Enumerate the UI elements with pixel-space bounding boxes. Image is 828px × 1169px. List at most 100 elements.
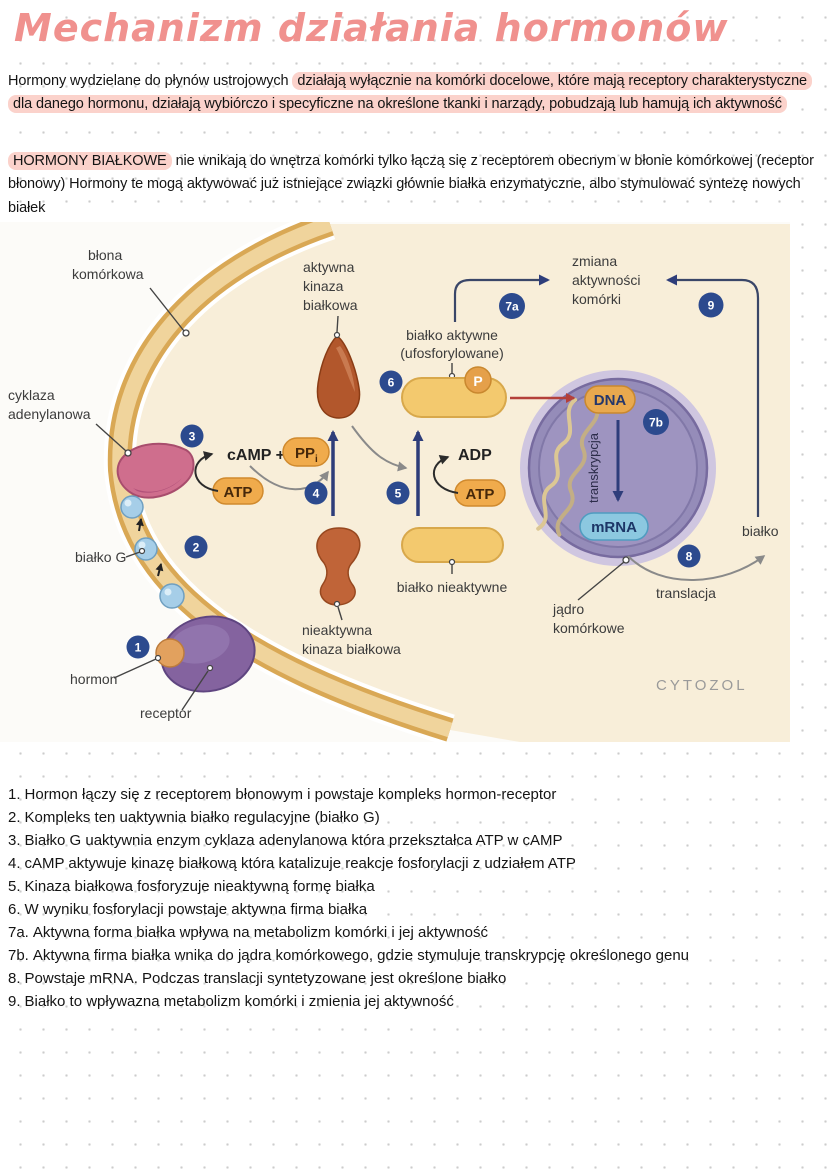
hormone-shape — [155, 638, 185, 668]
g-protein-subunits — [120, 495, 185, 609]
ppi-pill: PPi — [282, 437, 330, 467]
svg-text:3: 3 — [189, 430, 196, 444]
step-text: Hormon łączy się z receptorem błonowym i… — [24, 786, 557, 803]
atp-pill-left: ATP — [212, 477, 264, 505]
camp-activates-kinase-arrow — [249, 465, 329, 491]
step-number: 9. — [8, 993, 21, 1010]
step-number: 1. — [8, 786, 21, 803]
svg-text:aktywności: aktywności — [572, 272, 640, 288]
svg-text:7a: 7a — [505, 300, 519, 314]
svg-text:receptor: receptor — [140, 705, 192, 721]
atp-pill-right: ATP — [454, 479, 506, 507]
step-item: 5.Kinaza białkowa fosforyzuje nieaktywną… — [8, 875, 820, 898]
page-title: Mechanizm działania hormonów — [14, 6, 729, 50]
cyclase-label: cyklaza adenylanowa — [8, 387, 132, 457]
ppi-subscript: i — [315, 454, 318, 465]
step-item: 1.Hormon łączy się z receptorem błonowym… — [8, 783, 820, 806]
svg-text:aktywna: aktywna — [303, 259, 355, 275]
step-text: Kompleks ten uaktywnia białko regulacyjn… — [24, 809, 380, 826]
badge-4: 4 — [304, 481, 328, 505]
svg-text:hormon: hormon — [70, 671, 117, 687]
svg-text:cyklaza: cyklaza — [8, 387, 55, 403]
mrna-pill: mRNA — [579, 512, 649, 541]
kinase-phosphorylates-arrow — [351, 425, 408, 472]
receptor-label: receptor — [140, 664, 214, 721]
badge-6: 6 — [379, 370, 403, 394]
svg-text:9: 9 — [708, 299, 715, 313]
active-protein-pill: P — [401, 366, 507, 418]
active-kinase-shape — [316, 335, 361, 419]
svg-text:białkowa: białkowa — [303, 297, 358, 313]
transcription-label: transkrypcja — [586, 432, 601, 503]
diagram-svg: transkrypcja DNA mRNA zmiana aktywności … — [8, 208, 790, 746]
svg-text:5: 5 — [395, 487, 402, 501]
dna-pill: DNA — [584, 385, 636, 414]
step-text: Białko to wpływazna metabolizm komórki i… — [24, 993, 454, 1010]
active-kinase-label: aktywna kinaza białkowa — [303, 259, 358, 339]
step-item: 7b.Aktywna firma białka wnika do jądra k… — [8, 944, 820, 967]
step-number: 5. — [8, 878, 21, 895]
arrow-7a — [453, 274, 550, 322]
step-text: W wyniku fosforylacji powstaje aktywna f… — [24, 901, 368, 918]
membrane-label: błona komórkowa — [72, 247, 190, 337]
badge-7a: 7a — [499, 293, 525, 319]
adp-label: ADP — [458, 447, 492, 464]
step-number: 4. — [8, 855, 21, 872]
step-item: 4.cAMP aktywuje kinazę białkową która ka… — [8, 852, 820, 875]
dna-label: DNA — [594, 392, 627, 409]
intro-plain-text: Hormony wydzielane do płynów ustrojowych — [8, 73, 293, 89]
mrna-label: mRNA — [591, 519, 637, 536]
translation-arrow — [627, 555, 766, 581]
badge-3: 3 — [180, 424, 204, 448]
step-item: 9.Białko to wpływazna metabolizm komórki… — [8, 990, 820, 1013]
step-text: Powstaje mRNA. Podczas translacji syntet… — [24, 970, 507, 987]
camp-label: cAMP + — [227, 447, 285, 464]
step-item: 7a.Aktywna forma białka wpływa na metabo… — [8, 921, 820, 944]
svg-text:4: 4 — [313, 487, 320, 501]
cell-interior — [119, 224, 790, 742]
svg-text:jądro: jądro — [552, 601, 584, 617]
change-activity-label: zmiana aktywności komórki — [572, 253, 640, 307]
atp-to-camp-arrow — [194, 451, 219, 492]
svg-text:białko aktywne: białko aktywne — [406, 327, 498, 343]
step-number: 3. — [8, 832, 21, 849]
inactive-kinase-label: nieaktywna kinaza białkowa — [302, 600, 401, 657]
svg-text:kinaza białkowa: kinaza białkowa — [302, 641, 401, 657]
signal-up-arrow — [155, 563, 164, 577]
svg-text:komórki: komórki — [572, 291, 621, 307]
svg-text:zmiana: zmiana — [572, 253, 617, 269]
svg-text:1: 1 — [135, 641, 142, 655]
step-number: 6. — [8, 901, 21, 918]
signal-up-arrow — [135, 518, 144, 532]
nucleus-label: jądro komórkowe — [552, 556, 630, 636]
cell-nucleus: transkrypcja DNA mRNA — [520, 370, 716, 566]
svg-text:2: 2 — [193, 541, 200, 555]
dna-helix — [536, 397, 600, 537]
atp-left-label: ATP — [224, 484, 253, 501]
svg-text:błona: błona — [88, 247, 122, 263]
cytosol-label: CYTOZOL — [656, 677, 748, 694]
step-number: 8. — [8, 970, 21, 987]
step-text: Aktywna firma białka wnika do jądra komó… — [32, 947, 690, 964]
inactive-protein-label: białko nieaktywne — [397, 579, 508, 595]
step-text: Białko G uaktywnia enzym cyklaza adenyla… — [24, 832, 563, 849]
protein-hormones-text: nie wnikają do wnętrza komórki tylko łąc… — [8, 153, 814, 216]
step-item: 6.W wyniku fosforylacji powstaje aktywna… — [8, 898, 820, 921]
svg-text:PPi: PPi — [295, 445, 318, 465]
svg-text:kinaza: kinaza — [303, 278, 344, 294]
intro-paragraph: Hormony wydzielane do płynów ustrojowych… — [8, 70, 822, 117]
svg-text:8: 8 — [686, 550, 693, 564]
svg-text:6: 6 — [388, 376, 395, 390]
protein-hormones-heading: HORMONY BIAŁKOWE — [8, 152, 172, 170]
protein-g-label: białko G — [75, 547, 146, 565]
step-number: 7a. — [8, 924, 29, 941]
adenylate-cyclase — [116, 442, 195, 499]
step-text: Kinaza białkowa fosforyzuje nieaktywną f… — [24, 878, 375, 895]
step-text: cAMP aktywuje kinazę białkową która kata… — [24, 855, 576, 872]
step-number: 7b. — [8, 947, 29, 964]
hormone-mechanism-diagram: transkrypcja DNA mRNA zmiana aktywności … — [0, 208, 790, 746]
step-item: 3.Białko G uaktywnia enzym cyklaza adeny… — [8, 829, 820, 852]
step-text: Aktywna forma białka wpływa na metaboliz… — [32, 924, 489, 941]
step-item: 8.Powstaje mRNA. Podczas translacji synt… — [8, 967, 820, 990]
badge-7b: 7b — [643, 409, 669, 435]
